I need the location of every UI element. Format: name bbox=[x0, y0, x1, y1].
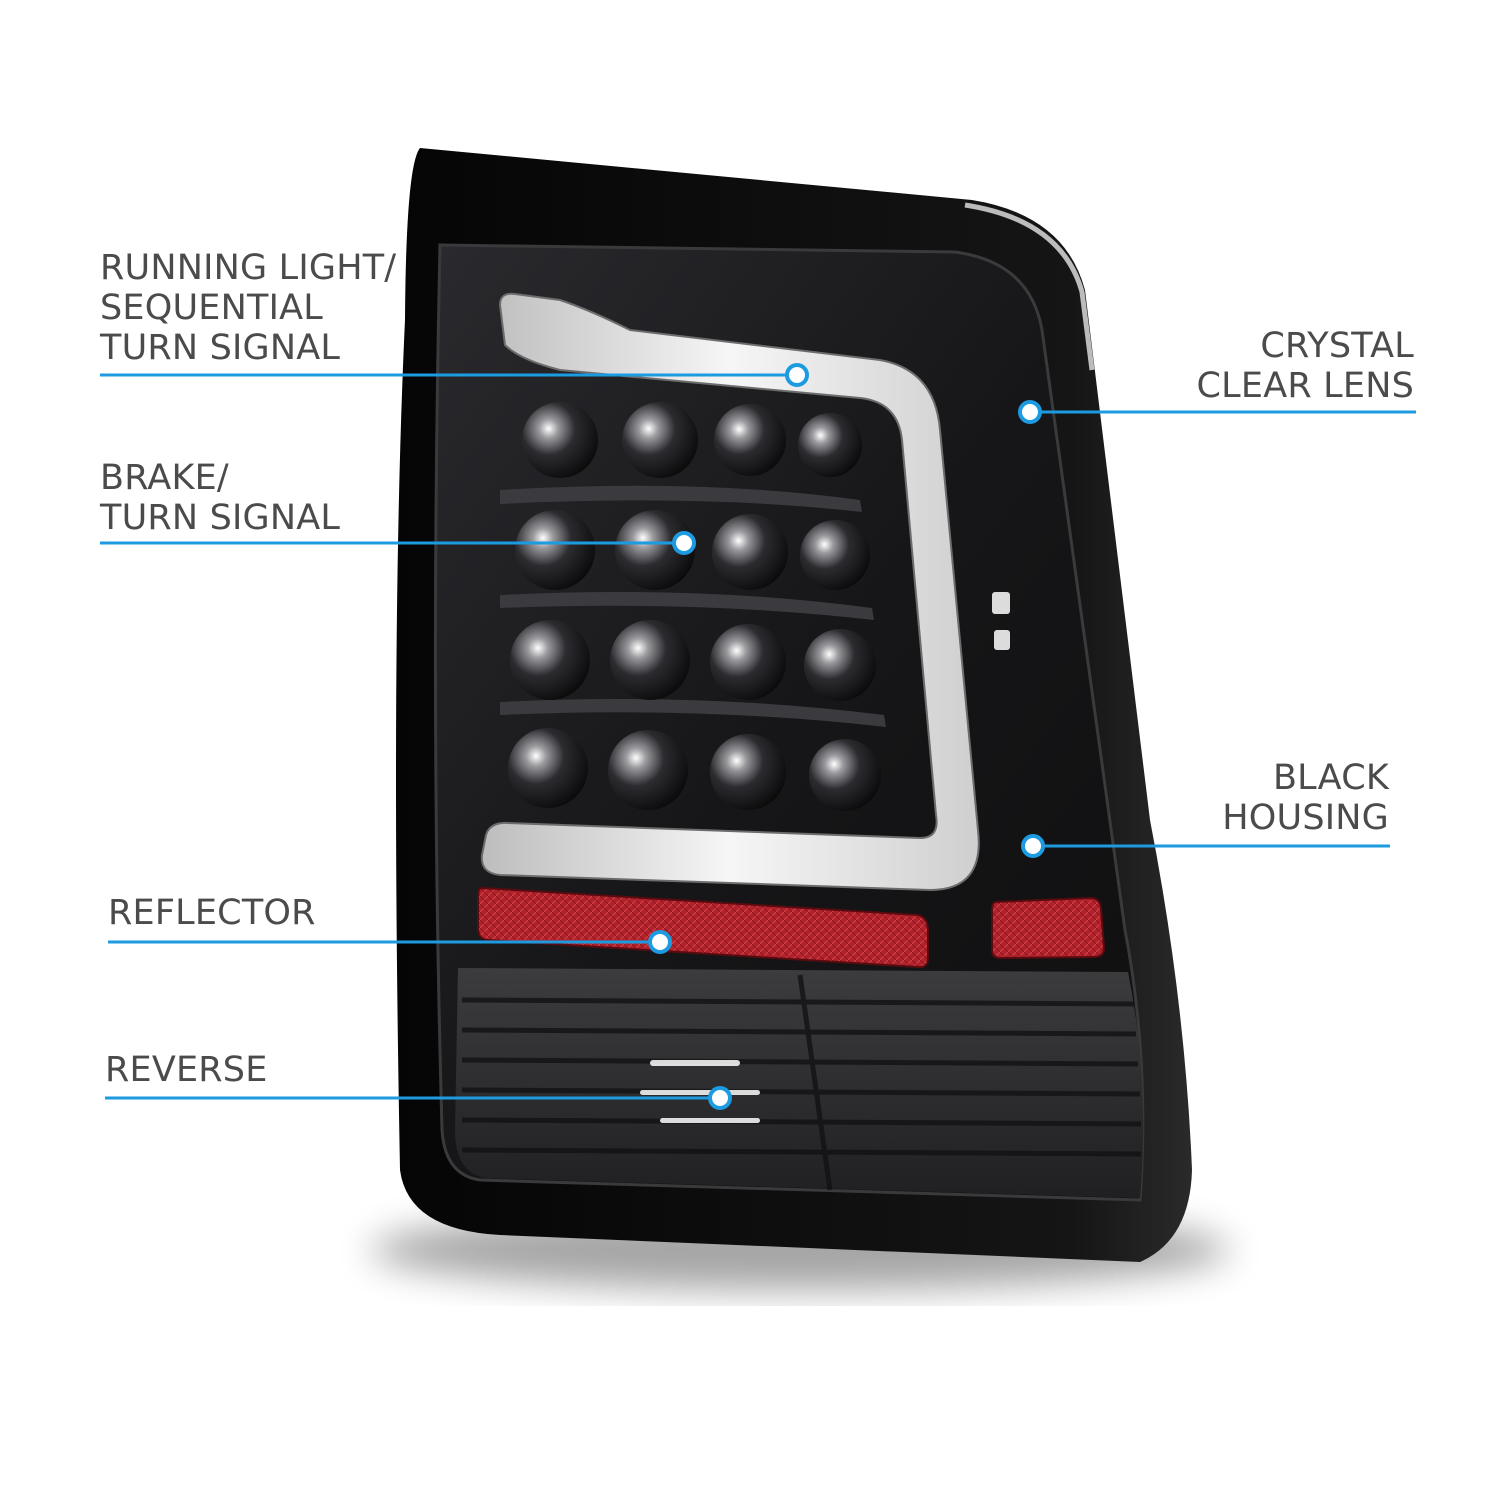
callout-dot-running-light bbox=[785, 363, 809, 387]
label-running-light: RUNNING LIGHT/ SEQUENTIAL TURN SIGNAL bbox=[100, 248, 396, 368]
label-line: TURN SIGNAL bbox=[100, 328, 341, 368]
reverse-section bbox=[455, 968, 1144, 1198]
label-reverse: REVERSE bbox=[105, 1050, 268, 1090]
callout-dot-brake bbox=[672, 531, 696, 555]
label-crystal-lens: CRYSTAL CLEAR LENS bbox=[1197, 326, 1414, 406]
label-reflector: REFLECTOR bbox=[108, 893, 316, 933]
led-row-4 bbox=[508, 728, 881, 811]
label-line: RUNNING LIGHT/ bbox=[100, 248, 397, 288]
reflector-side bbox=[991, 896, 1106, 960]
led-row-dividers bbox=[500, 485, 886, 727]
led-array bbox=[508, 402, 881, 811]
callout-dot-black-housing bbox=[1021, 834, 1045, 858]
led-row-2 bbox=[515, 510, 870, 590]
label-line: REFLECTOR bbox=[108, 893, 316, 933]
label-line: HOUSING bbox=[1222, 798, 1389, 838]
callout-dot-reverse bbox=[708, 1086, 732, 1110]
housing-rim-highlight bbox=[964, 202, 1095, 371]
side-marker-leds bbox=[992, 592, 1010, 650]
label-brake: BRAKE/ TURN SIGNAL bbox=[100, 458, 340, 538]
callout-markers bbox=[100, 363, 1416, 1110]
label-line: TURN SIGNAL bbox=[100, 498, 341, 538]
led-row-3 bbox=[510, 620, 876, 701]
callout-dot-reflector bbox=[648, 930, 672, 954]
reverse-ribs bbox=[461, 974, 1142, 1191]
callout-dot-crystal-lens bbox=[1018, 400, 1042, 424]
crystal-clear-lens bbox=[433, 243, 1145, 1202]
label-line: REVERSE bbox=[105, 1050, 268, 1090]
label-line: CRYSTAL bbox=[1260, 326, 1414, 366]
running-light-bar bbox=[480, 292, 980, 892]
label-line: BLACK bbox=[1272, 758, 1389, 798]
label-black-housing: BLACK HOUSING bbox=[1222, 758, 1389, 838]
reflector-main bbox=[477, 886, 929, 969]
label-line: CLEAR LENS bbox=[1196, 366, 1414, 406]
label-line: BRAKE/ bbox=[100, 458, 229, 498]
led-row-1 bbox=[522, 402, 862, 478]
label-line: SEQUENTIAL bbox=[100, 288, 323, 328]
